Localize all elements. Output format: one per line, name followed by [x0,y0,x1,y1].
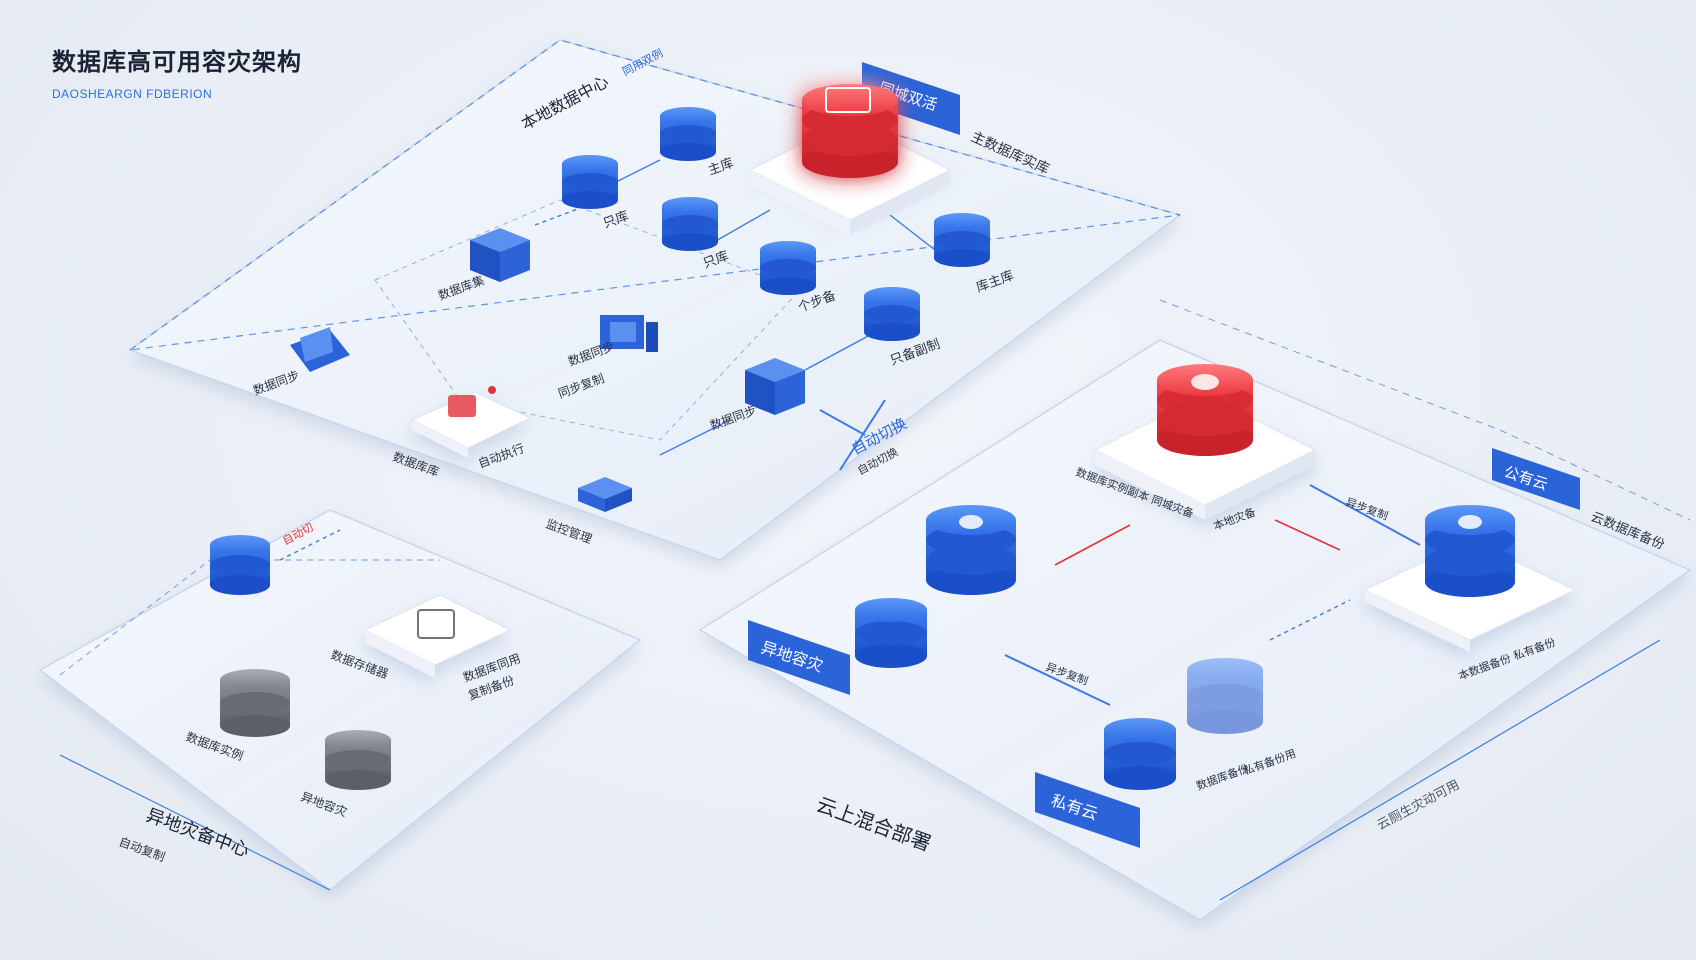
db-replica-b[interactable] [662,197,718,251]
red-connectors [1054,519,1341,566]
connectors [279,159,1421,706]
db-replica-a[interactable] [562,155,618,209]
monitor-node[interactable] [578,477,632,512]
title-block: 数据库高可用容灾架构 DAOSHEARGN FDBERION [52,42,302,101]
cloud-icon [1191,374,1219,390]
remote-edge-line [59,754,331,891]
connector-line [659,419,731,456]
db-gray-b[interactable] [325,730,391,790]
failover-arrow [839,399,886,471]
page-subtitle: DAOSHEARGN FDBERION [52,87,213,101]
db-sync[interactable] [760,241,816,295]
data-sync-node[interactable] [600,315,658,352]
data-sync-cube-2[interactable] [745,358,805,415]
private-db-ghost[interactable] [1187,658,1263,734]
connector-line [1269,599,1351,641]
connector-line [804,334,871,371]
backup-server-box[interactable] [363,594,512,678]
connector-line [889,214,936,251]
hybrid-db-large[interactable] [926,505,1016,595]
red-link [1274,519,1341,551]
red-link [1054,524,1131,566]
label-monitor: 监控管理 [544,516,594,547]
db-remote-blue[interactable] [210,535,270,595]
remote-dc-panel [38,509,642,891]
server-icon [825,87,871,113]
db-master[interactable] [660,107,716,161]
public-db[interactable] [1425,505,1515,597]
connector-line [279,529,341,561]
storage-cube[interactable] [470,228,530,282]
laptop-node[interactable] [290,327,350,372]
failover-arrow [819,409,866,436]
sync-arrow [1309,484,1421,546]
tag-private-cloud[interactable]: 私有云 [1035,772,1140,848]
db-standby[interactable] [934,213,990,267]
hybrid-label: 云上混合部署 [813,792,934,856]
hybrid-edge-line [1219,639,1661,901]
db-server-box[interactable] [410,386,532,458]
sync-arrow [1004,654,1111,706]
connector-line [534,194,616,226]
primary-db-cylinder[interactable] [802,84,898,178]
db-readonly[interactable] [864,287,920,341]
remote-dc-sub: 自动复制 [117,835,167,865]
hybrid-panel [698,299,1692,921]
cloud-icon [959,515,983,529]
cloud-icon [1458,515,1482,529]
private-db[interactable] [1104,718,1176,790]
db-gray-a[interactable] [220,669,290,737]
hybrid-primary-db[interactable] [1157,364,1253,456]
page-title: 数据库高可用容灾架构 [52,48,302,76]
hybrid-db-small[interactable] [855,598,927,668]
